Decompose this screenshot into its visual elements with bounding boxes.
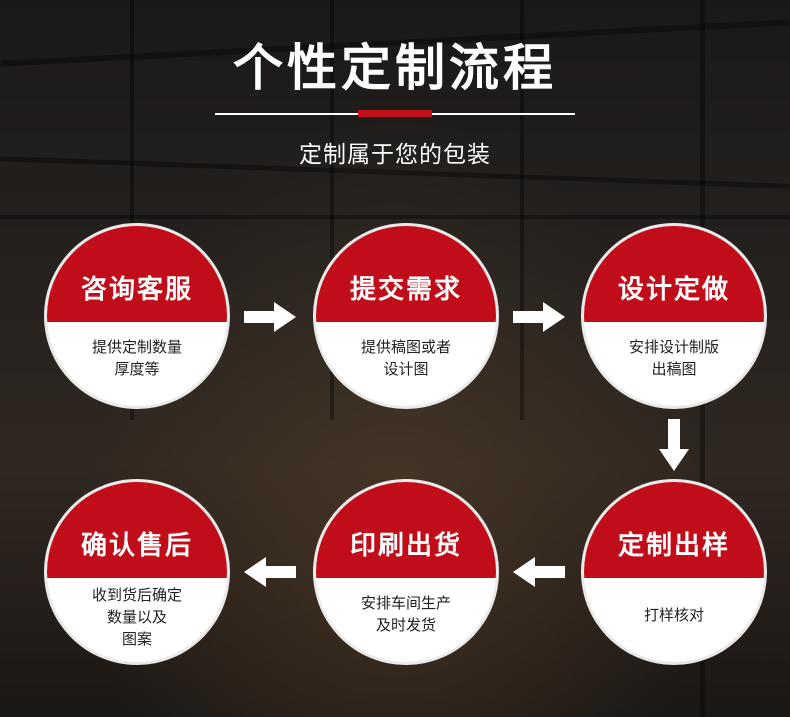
step-name: 印刷出货 (349, 531, 462, 561)
step-description: 打样核对 (606, 604, 742, 626)
step-desc-line: 厚度等 (114, 360, 160, 378)
arrow-right-icon (513, 302, 565, 332)
step-desc-line: 提供定制数量 (91, 338, 182, 356)
arrow-left-icon (513, 557, 565, 587)
step-consult: 咨询客服 提供定制数量 厚度等 (47, 226, 227, 406)
step-header: 提交需求 (316, 226, 496, 322)
step-header: 咨询客服 (47, 226, 227, 322)
step-desc-line: 收到货后确定 (91, 586, 182, 604)
step-design: 设计定做 安排设计制版 出稿图 (584, 226, 764, 406)
arrow-right-icon (244, 302, 296, 332)
step-name: 设计定做 (617, 275, 730, 305)
title-divider-accent (358, 110, 432, 117)
step-description: 提供稿图或者 设计图 (338, 336, 474, 380)
page-title: 个性定制流程 (233, 39, 557, 97)
page-subtitle: 定制属于您的包装 (299, 142, 491, 168)
arrow-down-icon (659, 419, 689, 471)
step-description: 安排车间生产 及时发货 (338, 592, 474, 636)
step-desc-line: 出稿图 (651, 360, 697, 378)
step-desc-line: 设计图 (383, 360, 429, 378)
step-description: 安排设计制版 出稿图 (606, 336, 742, 380)
step-desc-line: 安排车间生产 (360, 594, 451, 612)
step-header: 设计定做 (584, 226, 764, 322)
step-desc-line: 及时发货 (375, 616, 436, 634)
step-after-sales: 确认售后 收到货后确定 数量以及 图案 (47, 482, 227, 662)
step-desc-line: 安排设计制版 (628, 338, 719, 356)
step-print-ship: 印刷出货 安排车间生产 及时发货 (316, 482, 496, 662)
step-header: 确认售后 (47, 482, 227, 578)
step-sample: 定制出样 打样核对 (584, 482, 764, 662)
step-desc-line: 图案 (121, 630, 152, 648)
step-name: 定制出样 (617, 531, 730, 561)
step-name: 确认售后 (80, 531, 193, 561)
step-name: 提交需求 (349, 275, 462, 305)
step-description: 收到货后确定 数量以及 图案 (69, 584, 205, 650)
step-desc-line: 提供稿图或者 (360, 338, 451, 356)
step-desc-line: 打样核对 (643, 606, 704, 624)
step-name: 咨询客服 (80, 275, 193, 305)
step-header: 定制出样 (584, 482, 764, 578)
step-submit-request: 提交需求 提供稿图或者 设计图 (316, 226, 496, 406)
step-header: 印刷出货 (316, 482, 496, 578)
step-desc-line: 数量以及 (106, 608, 167, 626)
arrow-left-icon (244, 557, 296, 587)
step-description: 提供定制数量 厚度等 (69, 336, 205, 380)
